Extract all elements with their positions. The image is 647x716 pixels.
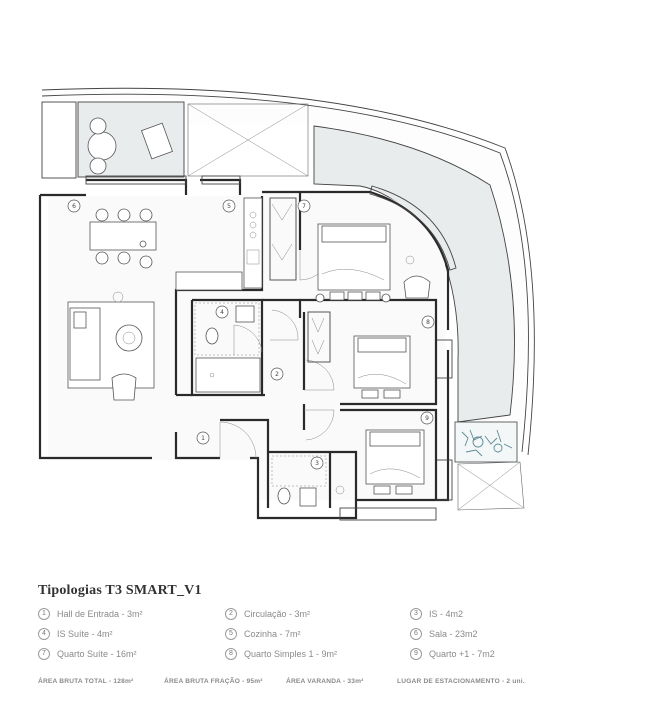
lower-terrace-panel	[457, 461, 525, 511]
legend-number: 2	[225, 608, 237, 620]
balcony	[41, 87, 535, 511]
legend-item: 2 Circulação - 3m²	[225, 608, 310, 620]
svg-text:7: 7	[302, 203, 306, 210]
single-bed-2	[365, 429, 425, 495]
svg-text:3: 3	[315, 460, 319, 467]
svg-text:9: 9	[425, 415, 429, 422]
svg-text:1: 1	[201, 435, 205, 442]
svg-text:8: 8	[426, 319, 430, 326]
legend-number: 6	[410, 628, 422, 640]
room-markers: 1 2 3 4 5 6 7 8 9	[67, 199, 435, 470]
svg-text:5: 5	[227, 203, 231, 210]
terrace-panel	[187, 103, 309, 177]
legend-item: 8 Quarto Simples 1 - 9m²	[225, 648, 337, 660]
legend-item: 9 Quarto +1 - 7m2	[410, 648, 495, 660]
legend-label: Cozinha - 7m²	[244, 629, 301, 639]
fraction-gross-area: ÁREA BRUTA FRAÇÃO - 95m²	[164, 678, 263, 685]
kitchen-units	[175, 197, 263, 291]
balcony-table	[87, 117, 173, 175]
svg-text:4: 4	[220, 309, 224, 316]
legend-label: Quarto Suíte - 16m²	[57, 649, 137, 659]
legend-item: 7 Quarto Suíte - 16m²	[38, 648, 137, 660]
legend-item: 5 Cozinha - 7m²	[225, 628, 301, 640]
legend-number: 5	[225, 628, 237, 640]
parking-spaces: LUGAR DE ESTACIONAMENTO - 2 uni.	[397, 678, 525, 685]
legend-label: IS Suíte - 4m²	[57, 629, 113, 639]
plan-title: Tipologias T3 SMART_V1	[38, 583, 202, 598]
legend-label: Circulação - 3m²	[244, 609, 311, 619]
legend-label: Sala - 23m2	[429, 629, 478, 639]
legend-item: 4 IS Suíte - 4m²	[38, 628, 113, 640]
legend-label: Hall de Entrada - 3m²	[57, 609, 143, 619]
living-set	[67, 291, 155, 401]
balcony-area: ÁREA VARANDA - 33m²	[286, 678, 364, 685]
legend-item: 6 Sala - 23m2	[410, 628, 478, 640]
legend-label: IS - 4m2	[429, 609, 464, 619]
legend-label: Quarto +1 - 7m2	[429, 649, 495, 659]
windows	[85, 175, 457, 521]
legend-number: 8	[225, 648, 237, 660]
legend-number: 7	[38, 648, 50, 660]
bathroom	[271, 455, 345, 507]
svg-text:6: 6	[72, 203, 76, 210]
floor-plan: 1 2 3 4 5 6 7 8 9	[38, 87, 535, 521]
legend-number: 1	[38, 608, 50, 620]
wardrobes	[269, 197, 331, 363]
interior-walls	[174, 192, 438, 508]
legend-number: 3	[410, 608, 422, 620]
svg-text:2: 2	[275, 371, 279, 378]
legend-item: 1 Hall de Entrada - 3m²	[38, 608, 143, 620]
total-gross-area: ÁREA BRUTA TOTAL - 128m²	[38, 678, 134, 685]
legend-number: 4	[38, 628, 50, 640]
single-bed-1	[353, 335, 411, 399]
dining-set	[89, 208, 157, 269]
planter	[454, 421, 518, 463]
legend-item: 3 IS - 4m2	[410, 608, 463, 620]
master-bed	[315, 223, 431, 303]
legend-number: 9	[410, 648, 422, 660]
ensuite-bathroom	[194, 302, 261, 393]
legend-label: Quarto Simples 1 - 9m²	[244, 649, 338, 659]
exterior-walls	[38, 178, 450, 520]
